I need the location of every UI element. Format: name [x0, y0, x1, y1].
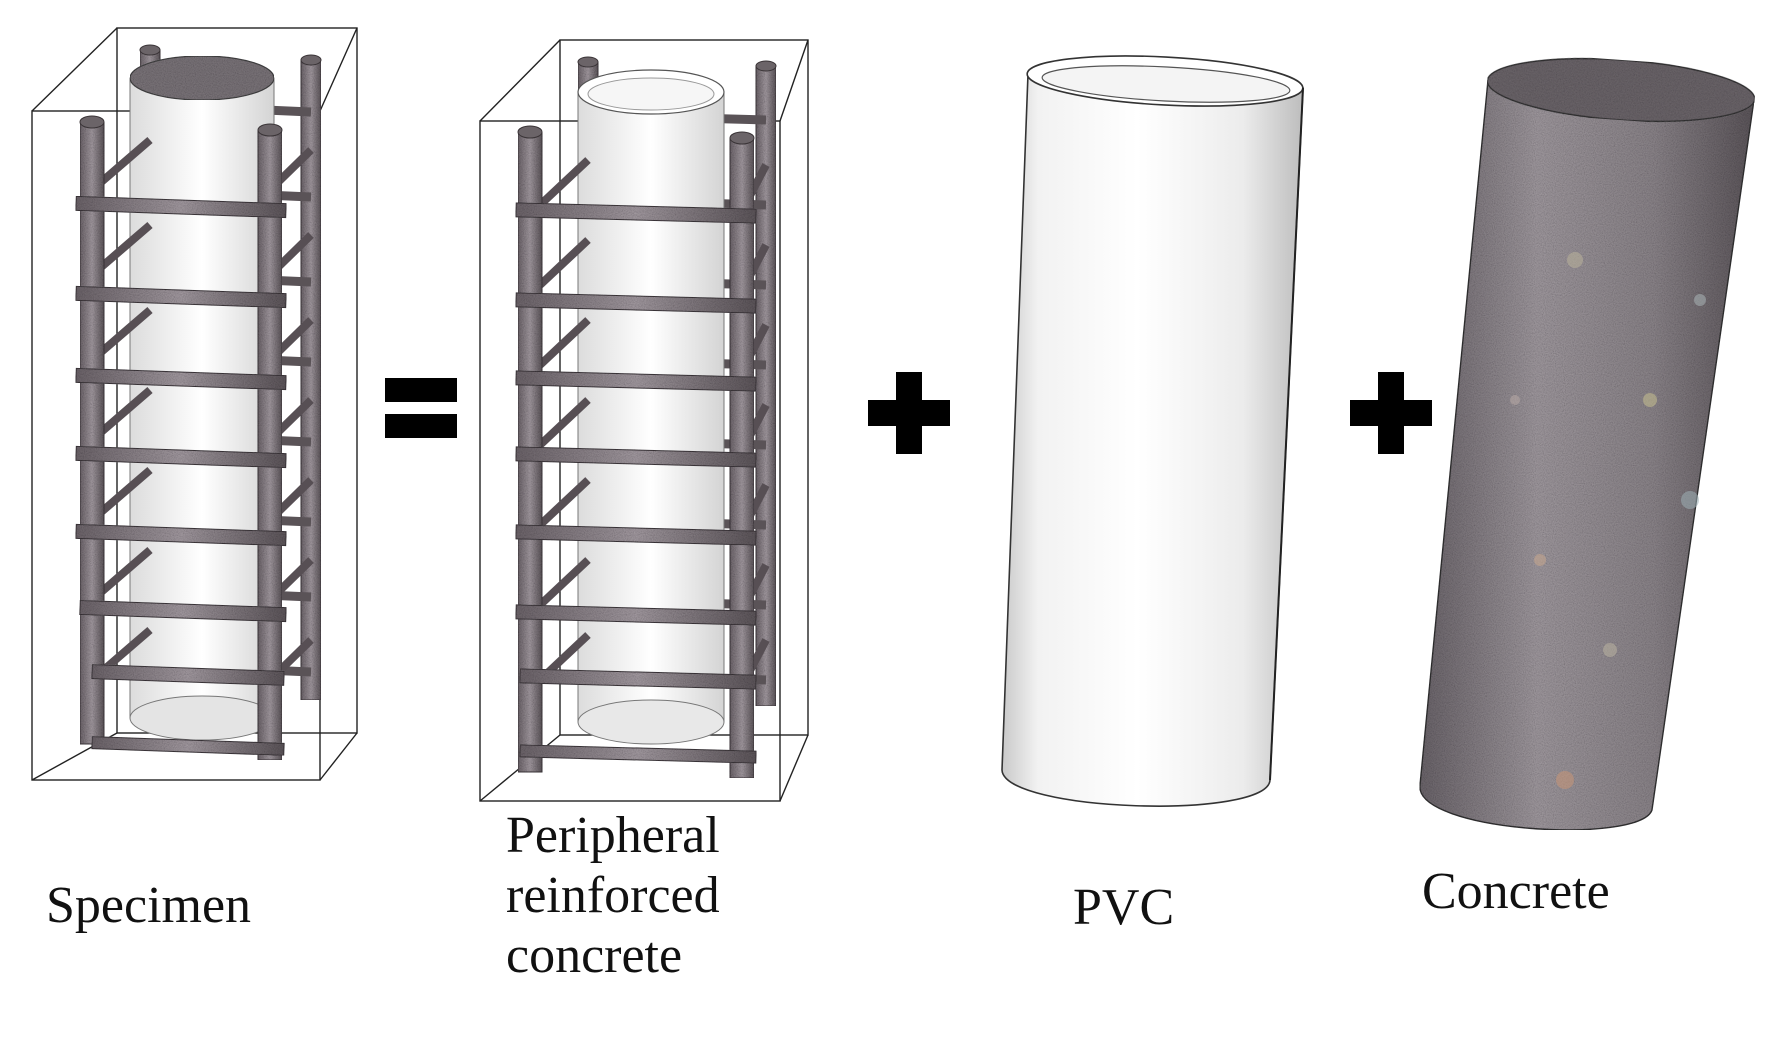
specimen-core [129, 55, 275, 741]
peripheral-label-line-1: Peripheral [506, 807, 720, 864]
peripheral-post-caps [517, 56, 777, 145]
peripheral-label-line-3: concrete [506, 926, 683, 984]
plus-operator-1 [868, 372, 950, 454]
concrete-drawing [1419, 57, 1756, 831]
equals-operator [385, 378, 457, 438]
specimen-drawing [31, 27, 358, 781]
pvc-label-line-1: PVC [1073, 879, 1175, 936]
peripheral-hollow-core [577, 69, 725, 745]
peripheral-side-stirrups [537, 157, 770, 683]
pvc-label: PVC [1073, 878, 1174, 938]
peripheral-reinforced-concrete-label: Peripheral reinforced concrete [506, 806, 720, 985]
peripheral-label-line-2: reinforced [506, 866, 720, 924]
concrete-label: Concrete [1422, 862, 1610, 922]
specimen-post-caps [79, 44, 322, 137]
peripheral-rc-drawing [479, 39, 809, 802]
plus-operator-2 [1350, 372, 1432, 454]
concrete-aggregate-spots [1510, 252, 1706, 789]
specimen-label-line-1: Specimen [46, 877, 252, 934]
specimen-front-posts [79, 121, 283, 761]
concrete-label-line-1: Concrete [1422, 863, 1610, 920]
peripheral-front-stirrups [515, 202, 757, 764]
pvc-drawing [1001, 55, 1304, 807]
specimen-front-stirrups [75, 195, 287, 756]
specimen-label: Specimen [46, 876, 251, 936]
